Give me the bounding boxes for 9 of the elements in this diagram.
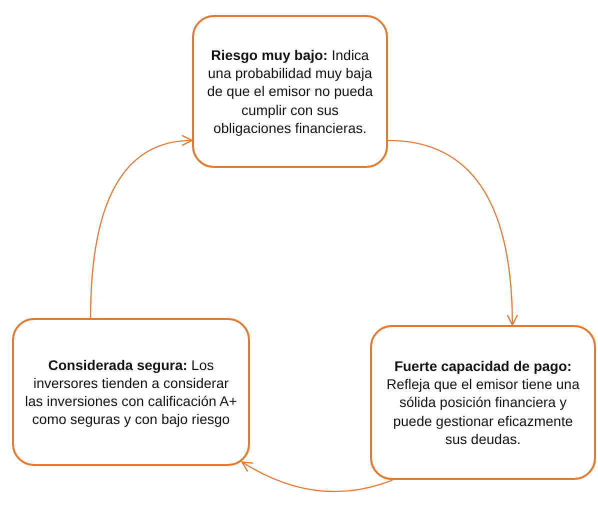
rounded-box (12, 318, 250, 466)
rounded-box (370, 325, 596, 480)
box-text: Fuerte capacidad de pago: Refleja que el emisor tiene una sólida posición financiera y puede gestionar eficazmente sus deudas. (385, 357, 580, 448)
curved-arrow (241, 461, 393, 492)
rounded-box (192, 15, 388, 168)
box-text: Considerada segura: Los inversores tienden a considerar las inversiones con calificación A+ como seguras y con bajo riesgo (24, 356, 238, 428)
curved-arrow (388, 140, 518, 326)
box-text: Riesgo muy bajo: Indica una probabilidad muy baja de que el emisor no pueda cumplir con sus obligaciones financieras. (206, 46, 374, 137)
curved-arrow (90, 136, 193, 318)
